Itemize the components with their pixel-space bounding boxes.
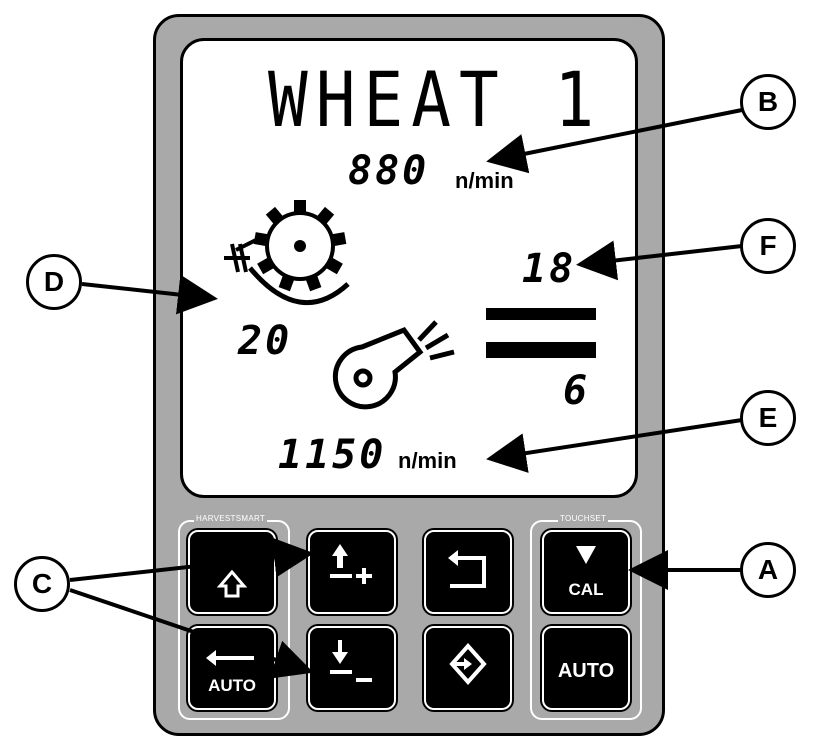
sieve-upper-value: 18: [522, 246, 577, 292]
enter-button[interactable]: [424, 626, 512, 710]
callout-a: A: [740, 542, 796, 598]
callout-c-arrow-1: [69, 537, 314, 582]
concave-arc-icon: [248, 266, 350, 306]
harvestsmart-auto-label: AUTO: [208, 676, 256, 695]
callout-d-arrow: [81, 274, 218, 315]
lcd-display: [180, 38, 638, 498]
increase-icon: [330, 544, 372, 584]
fan-speed-unit: n/min: [398, 448, 457, 473]
concave-clearance-icon: [224, 238, 257, 273]
callout-f: F: [740, 218, 796, 274]
decrease-button[interactable]: [308, 626, 396, 710]
rotor-speed-value: 880: [348, 148, 430, 194]
callout-b: B: [740, 74, 796, 130]
harvestsmart-auto-button[interactable]: AUTO: [188, 626, 276, 710]
back-button[interactable]: [424, 530, 512, 614]
back-arrow-icon: [448, 550, 486, 588]
touchset-auto-label: AUTO: [557, 660, 615, 682]
callout-b-arrow: [486, 108, 743, 174]
enter-icon: [449, 642, 487, 686]
callout-f-arrow: [576, 240, 743, 281]
fan-icon: [332, 320, 455, 410]
concave-value: 20: [238, 318, 293, 364]
callout-c-arrow-2: [69, 588, 314, 679]
sieve-lower-value: 6: [563, 368, 588, 414]
crop-name-readout: WHEAT 1: [268, 56, 603, 145]
callout-e: E: [740, 390, 796, 446]
touchset-label: TOUCHSET: [558, 514, 609, 523]
callout-c: C: [14, 556, 70, 612]
harvestsmart-label: HARVESTSMART: [194, 514, 268, 523]
cal-label: CAL: [568, 580, 604, 599]
down-triangle-icon: [576, 546, 596, 564]
touchset-auto-button[interactable]: AUTO: [542, 626, 630, 710]
callout-e-arrow: [486, 418, 743, 473]
sieve-icon: [486, 308, 596, 358]
callout-d: D: [26, 254, 82, 310]
fan-speed-value: 1150: [278, 432, 387, 478]
decrease-icon: [330, 640, 372, 682]
left-arrow-icon: [206, 650, 254, 666]
rotor-icon: [253, 200, 347, 292]
up-arrow-icon: [216, 569, 248, 598]
harvestsmart-up-button[interactable]: [188, 530, 276, 614]
